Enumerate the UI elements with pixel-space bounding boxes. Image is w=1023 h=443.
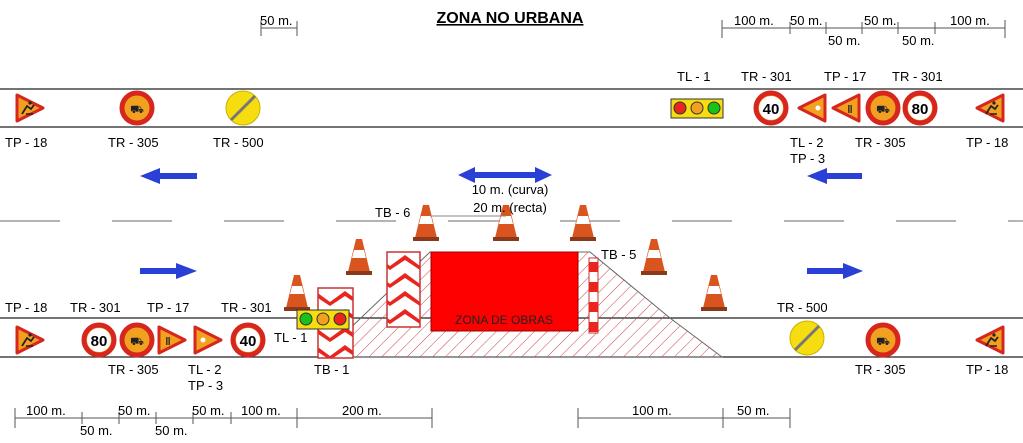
svg-text:80: 80: [912, 101, 929, 118]
bottom-dimension-lines: [14, 408, 791, 428]
top-dist-3: 50 m.: [790, 13, 823, 28]
arrow-right-icon: [807, 263, 863, 279]
svg-text:ǁ: ǁ: [165, 336, 170, 348]
bottom-sign-tp18-right: [975, 325, 1005, 355]
top-label-tp17: TP - 17: [824, 69, 866, 84]
work-zone-label: ZONA DE OBRAS: [455, 313, 553, 327]
arrow-left-icon: [807, 168, 862, 184]
top-label-tp3: TP - 3: [790, 151, 825, 166]
bottom-dist-6: 50 m.: [155, 423, 188, 438]
svg-text:⛟: ⛟: [130, 104, 144, 116]
bottom-label-tr301-b: TR - 301: [221, 300, 272, 315]
cone-icon: [641, 239, 667, 275]
svg-text:⛟: ⛟: [130, 336, 144, 348]
top-dist-6: 50 m.: [828, 33, 861, 48]
bottom-label-tl2: TL - 2: [188, 362, 221, 377]
tb5-label: TB - 5: [601, 247, 636, 262]
bottom-label-tr305-right: TR - 305: [855, 362, 906, 377]
bottom-label-tp3: TP - 3: [188, 378, 223, 393]
bottom-label-tp17: TP - 17: [147, 300, 189, 315]
top-sign-tp18-right: [975, 93, 1005, 123]
top-sign-tr305-left: ⛟: [122, 93, 152, 123]
cone-icon: [570, 205, 596, 241]
top-dist-2: 100 m.: [734, 13, 774, 28]
curve-distance: 10 m. (curva): [472, 182, 549, 197]
bottom-speed-80-sign: 80: [84, 325, 114, 355]
bottom-dist-8: 100 m.: [632, 403, 672, 418]
bottom-label-tr305-left: TR - 305: [108, 362, 159, 377]
chevron-board-tb: [386, 251, 421, 328]
bottom-sign-tp18-left: [15, 325, 45, 355]
barrier-tb5: [588, 257, 599, 334]
bottom-label-tp18-right: TP - 18: [966, 362, 1008, 377]
direction-arrows: [140, 167, 863, 279]
svg-text:40: 40: [240, 333, 257, 350]
bottom-sign-tl2-tp3: [193, 325, 223, 355]
bottom-dist-1: 100 m.: [26, 403, 66, 418]
svg-text:80: 80: [91, 333, 108, 350]
bottom-traffic-light-icon: [296, 309, 350, 330]
bottom-dist-7: 200 m.: [342, 403, 382, 418]
bottom-sign-tr305-right: ⛟: [868, 325, 898, 355]
top-speed-80-sign: 80: [905, 93, 935, 123]
top-label-tl2: TL - 2: [790, 135, 823, 150]
work-zone-block: [430, 251, 579, 332]
svg-text:40: 40: [763, 101, 780, 118]
end-restriction-icon: [225, 90, 261, 126]
bottom-label-tp18-left: TP - 18: [5, 300, 47, 315]
end-restriction-icon: [789, 320, 825, 356]
top-dist-1: 50 m.: [260, 13, 293, 28]
top-sign-tp17: ǁ: [831, 93, 861, 123]
bottom-label-tb1: TB - 1: [314, 362, 349, 377]
top-label-tp18-right: TP - 18: [966, 135, 1008, 150]
top-traffic-light-icon: [670, 98, 724, 119]
bottom-dist-4: 50 m.: [80, 423, 113, 438]
bottom-dist-9: 50 m.: [737, 403, 770, 418]
top-dist-5: 100 m.: [950, 13, 990, 28]
bottom-label-tr500: TR - 500: [777, 300, 828, 315]
top-sign-tr305-right: ⛟: [868, 93, 898, 123]
top-label-tl1: TL - 1: [677, 69, 710, 84]
top-label-tp18-left: TP - 18: [5, 135, 47, 150]
bottom-label-tl1: TL - 1: [274, 330, 307, 345]
top-label-tr301-b: TR - 301: [892, 69, 943, 84]
svg-text:⛟: ⛟: [876, 336, 890, 348]
bottom-speed-40-sign: 40: [233, 325, 263, 355]
bottom-dist-5: 100 m.: [241, 403, 281, 418]
tb6-label: TB - 6: [375, 205, 410, 220]
bottom-dist-2: 50 m.: [118, 403, 151, 418]
bottom-sign-tp17: ǁ: [157, 325, 187, 355]
svg-text:ǁ: ǁ: [847, 104, 852, 116]
top-sign-tp18-left: [15, 93, 45, 123]
arrow-right-icon: [140, 263, 197, 279]
page-title: ZONA NO URBANA: [437, 10, 584, 27]
top-speed-40-sign: 40: [756, 93, 786, 123]
top-dist-4: 50 m.: [864, 13, 897, 28]
top-label-tr301-a: TR - 301: [741, 69, 792, 84]
top-dimension-lines: [260, 20, 1006, 38]
svg-text:⛟: ⛟: [876, 104, 890, 116]
double-arrow-icon: [458, 167, 552, 183]
top-sign-tl2-tp3: [797, 93, 827, 123]
cone-icon: [413, 205, 439, 241]
bottom-label-tr301-a: TR - 301: [70, 300, 121, 315]
arrow-left-icon: [140, 168, 197, 184]
top-dist-7: 50 m.: [902, 33, 935, 48]
bottom-dist-3: 50 m.: [192, 403, 225, 418]
straight-distance: 20 m. (recta): [473, 200, 547, 215]
top-label-tr305-left: TR - 305: [108, 135, 159, 150]
cone-icon: [284, 275, 310, 311]
bottom-sign-tr305: ⛟: [122, 325, 152, 355]
top-label-tr305-right: TR - 305: [855, 135, 906, 150]
cone-icon: [701, 275, 727, 311]
top-label-tr500: TR - 500: [213, 135, 264, 150]
cone-icon: [346, 239, 372, 275]
